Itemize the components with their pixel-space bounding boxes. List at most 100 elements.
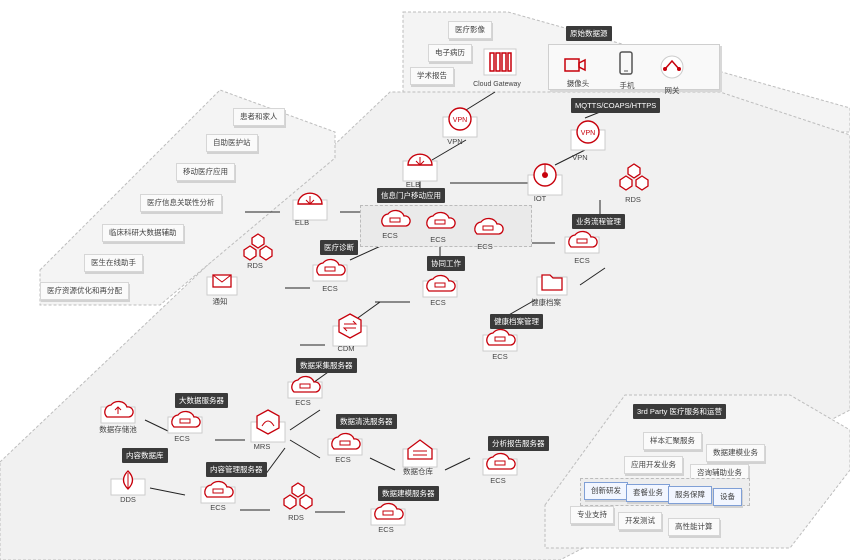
modeling-ecs-icon — [368, 497, 408, 527]
app-resource-optimization: 医疗资源优化和再分配 — [40, 282, 129, 300]
notify-icon — [204, 267, 240, 297]
device-panel — [548, 44, 720, 90]
clean-ecs-icon — [325, 427, 365, 457]
source-emr: 电子病历 — [428, 44, 472, 62]
storage-pool-label: 数据存储池 — [99, 425, 137, 434]
cloud-gateway-label: Cloud Gateway — [473, 81, 521, 88]
health-file-label: 健康档案 — [531, 298, 561, 307]
tp-innovation: 创新研发 — [584, 482, 628, 500]
clean-title: 数据清洗服务器 — [336, 414, 397, 429]
collect-title: 数据采集服务器 — [296, 358, 357, 373]
rds-right-label: RDS — [625, 195, 641, 204]
collab-ecs-label: ECS — [430, 298, 446, 307]
protocol-label: MQTTS/COAPS/HTTPS — [571, 98, 661, 113]
portal-ecs-1-label: ECS — [382, 231, 398, 240]
bigdata-title: 大数据服务器 — [175, 393, 228, 408]
biz-process-title: 业务流程管理 — [572, 214, 625, 229]
biz-ecs-label: ECS — [574, 256, 590, 265]
elb-top-label: ELB — [405, 180, 421, 189]
bigdata-ecs-label: ECS — [174, 434, 190, 443]
content-db-title: 内容数据库 — [122, 448, 168, 463]
vpn-left-icon: VPN — [440, 105, 480, 139]
notify-label: 通知 — [212, 297, 228, 306]
svg-text:VPN: VPN — [581, 130, 595, 137]
collect-ecs-icon — [285, 370, 325, 400]
portal-ecs-3-label: ECS — [477, 242, 493, 251]
gateway-icon — [658, 54, 686, 80]
portal-ecs-3-icon — [471, 214, 505, 238]
tp-app-development: 应用开发业务 — [624, 456, 683, 474]
iot-icon — [525, 159, 565, 197]
dds-icon — [108, 467, 148, 497]
rds-left-label: RDS — [247, 261, 263, 270]
modeling-ecs-label: ECS — [378, 525, 394, 534]
app-mobile-medical: 移动医疗应用 — [176, 163, 235, 181]
camera-icon — [562, 54, 588, 76]
elb-top-icon — [400, 149, 440, 183]
device-gateway-label: 网关 — [664, 86, 680, 95]
portal-ecs-2-label: ECS — [430, 235, 446, 244]
app-doctor-assistant: 医生在线助手 — [84, 254, 143, 272]
cloud-gateway-icon — [482, 47, 518, 77]
health-mgmt-ecs-icon — [480, 323, 520, 353]
source-medical-imaging: 医疗影像 — [448, 21, 492, 39]
storage-pool-icon — [98, 395, 138, 425]
health-file-icon — [534, 267, 570, 297]
vpn-right-label: VPN — [572, 153, 588, 162]
tp-data-modeling: 数据建模业务 — [706, 444, 765, 462]
rds-bottom-icon — [278, 481, 318, 513]
report-ecs-label: ECS — [490, 476, 506, 485]
collab-ecs-icon — [420, 269, 460, 299]
collab-title: 协同工作 — [427, 256, 465, 271]
portal-ecs-2-icon — [423, 208, 457, 232]
modeling-title: 数据建模服务器 — [378, 486, 439, 501]
vpn-left-label: VPN — [447, 137, 463, 146]
vpn-right-icon: VPN — [568, 118, 608, 152]
tp-device: 设备 — [713, 488, 742, 506]
tp-package: 套餐业务 — [626, 484, 670, 502]
rds-left-icon — [238, 232, 278, 264]
warehouse-label: 数据仓库 — [403, 467, 433, 476]
tp-service-guarantee: 服务保障 — [668, 486, 712, 504]
mrs-icon — [248, 408, 288, 444]
health-mgmt-title: 健康档案管理 — [490, 314, 543, 329]
device-phone-label: 手机 — [619, 81, 635, 90]
tp-sample-aggregation: 样本汇聚服务 — [643, 432, 702, 450]
report-ecs-icon — [480, 447, 520, 477]
mrs-label: MRS — [253, 442, 271, 451]
third-party-title: 3rd Party 医疗服务和运营 — [633, 404, 727, 419]
biz-ecs-icon — [562, 225, 602, 255]
warehouse-icon — [400, 435, 440, 469]
diagnosis-title: 医疗诊断 — [320, 240, 358, 255]
tp-dev-test: 开发测试 — [618, 512, 662, 530]
elb-left-label: ELB — [294, 218, 310, 227]
content-mgmt-ecs-label: ECS — [210, 503, 226, 512]
rds-right-icon — [614, 162, 654, 194]
tp-professional-support: 专业支持 — [570, 506, 614, 524]
app-clinical-bigdata: 临床科研大数据辅助 — [102, 224, 184, 242]
content-mgmt-ecs-icon — [198, 475, 238, 505]
report-title: 分析报告服务器 — [488, 436, 549, 451]
bigdata-ecs-icon — [165, 405, 205, 435]
elb-left-icon — [290, 188, 330, 222]
cdm-icon — [330, 312, 370, 348]
clean-ecs-label: ECS — [335, 455, 351, 464]
portal-ecs-1-icon — [378, 206, 412, 230]
iot-label: IOT — [533, 194, 547, 203]
rds-bottom-label: RDS — [288, 513, 304, 522]
app-info-correlation: 医疗信息关联性分析 — [140, 194, 222, 212]
cdm-label: CDM — [337, 344, 355, 353]
tp-hpc: 高性能计算 — [668, 518, 720, 536]
diagnosis-ecs-icon — [310, 253, 350, 283]
diagnosis-ecs-label: ECS — [322, 284, 338, 293]
portal-title: 信息门户移动应用 — [377, 188, 445, 203]
dds-label: DDS — [120, 495, 136, 504]
svg-text:VPN: VPN — [453, 117, 467, 124]
device-camera-label: 摄像头 — [566, 79, 590, 88]
source-academic-report: 学术报告 — [410, 67, 454, 85]
health-mgmt-ecs-label: ECS — [492, 352, 508, 361]
raw-data-source-title: 原始数据源 — [566, 26, 612, 41]
app-patient-family: 患者和家人 — [233, 108, 285, 126]
app-self-service-station: 自助医护站 — [206, 134, 258, 152]
